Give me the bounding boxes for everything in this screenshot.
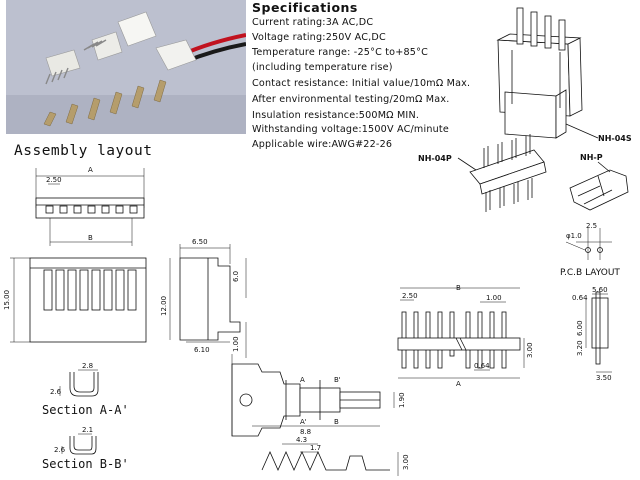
spec-withstanding-voltage: Withstanding voltage:1500V AC/minute <box>252 124 449 135</box>
spec-after-testing: After environmental testing/20mΩ Max. <box>252 94 450 105</box>
spec-contact-resistance: Contact resistance: Initial value/10mΩ M… <box>252 78 471 89</box>
housing-dim-b: B <box>88 234 93 242</box>
spec-temperature-range: Temperature range: -25°C to+85°C <box>252 47 428 58</box>
header-dim-height: 3.00 <box>526 342 534 358</box>
pcb-hole-dim: φ1.0 <box>566 232 582 240</box>
nh04p-label: NH-04P <box>418 154 452 163</box>
nhp-drawing <box>569 161 629 211</box>
side-dim-w1: 6.50 <box>192 238 208 246</box>
header-side-dim-foot: 3.50 <box>596 374 612 382</box>
terminal-label-b: B <box>334 418 339 426</box>
terminal-dim-height: 3.00 <box>402 454 410 470</box>
section-bb-dim-w: 2.1 <box>82 426 93 434</box>
nh04s-label: NH-04S <box>598 134 632 143</box>
header-front-view <box>397 287 525 379</box>
header-dim-pin: 1.00 <box>486 294 502 302</box>
side-dim-h1: 6.0 <box>232 271 240 282</box>
terminal-dim-length: 8.8 <box>300 428 311 436</box>
spec-voltage-rating: Voltage rating:250V AC,DC <box>252 32 386 43</box>
terminal-dim-top1: 4.3 <box>296 436 307 444</box>
housing-side-view <box>169 244 247 358</box>
header-side-view <box>585 291 612 373</box>
terminal-label-a-prime: A' <box>300 418 307 426</box>
housing-front-view <box>10 257 147 343</box>
terminal-side-view <box>261 443 399 476</box>
terminal-label-a: A <box>300 376 305 384</box>
section-aa-dim-h: 2.6 <box>50 388 62 396</box>
spec-insulation-resistance: Insulation resistance:500MΩ MIN. <box>252 110 420 121</box>
pcb-layout-drawing <box>565 228 612 260</box>
side-dim-h2: 12.00 <box>160 296 168 316</box>
side-dim-w2: 6.10 <box>194 346 210 354</box>
terminal-dim-top2: 1.7 <box>310 444 321 452</box>
terminal-dim-width: 1.90 <box>398 392 406 408</box>
spec-temperature-note: (including temperature rise) <box>252 62 393 73</box>
housing-dim-a: A <box>88 166 93 174</box>
header-dim-a: A <box>456 380 461 388</box>
spec-applicable-wire: Applicable wire:AWG#22-26 <box>252 139 393 150</box>
housing-dim-height: 15.00 <box>3 290 11 310</box>
section-aa-label: Section A-A' <box>42 403 129 417</box>
section-aa-drawing <box>59 369 99 397</box>
header-dim-pitch: 2.50 <box>402 292 418 300</box>
nhp-label: NH-P <box>580 153 603 162</box>
spec-current-rating: Current rating:3A AC,DC <box>252 17 374 28</box>
specifications-title: Specifications <box>252 0 358 15</box>
header-side-dim-w: 5.60 <box>592 286 608 294</box>
section-bb-label: Section B-B' <box>42 457 129 471</box>
section-aa-dim-w: 2.8 <box>82 362 93 370</box>
product-photo <box>6 0 246 134</box>
housing-dim-pitch: 2.50 <box>46 176 62 184</box>
terminal-plan-view <box>231 354 395 437</box>
section-bb-drawing <box>61 433 97 455</box>
terminal-label-b-prime: B' <box>334 376 341 384</box>
nh04p-drawing <box>457 134 547 212</box>
pcb-layout-title: P.C.B LAYOUT <box>560 268 620 278</box>
assembly-layout-title: Assembly layout <box>14 143 153 159</box>
pcb-pitch-dim: 2.5 <box>586 222 597 230</box>
header-dim-pin-width: 0.64 <box>474 362 490 370</box>
housing-top-view <box>35 168 145 246</box>
header-side-dim-pin: 0.64 <box>572 294 588 302</box>
section-bb-dim-h: 2.6 <box>54 446 66 454</box>
header-dim-b: B <box>456 284 461 292</box>
side-dim-h3: 1.00 <box>232 336 240 352</box>
header-side-dim-h1: 6.00 <box>576 320 584 336</box>
header-side-dim-h2: 3.20 <box>576 340 584 356</box>
nh04s-drawing <box>496 7 599 139</box>
